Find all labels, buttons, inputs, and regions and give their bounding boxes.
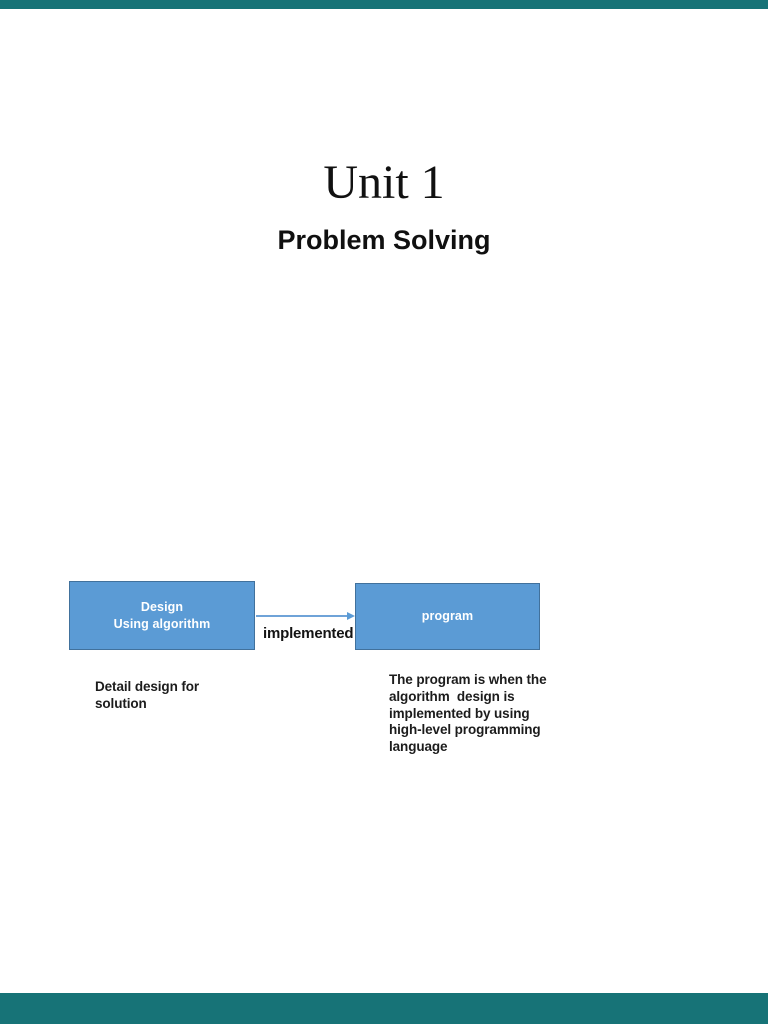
page-title: Unit 1 xyxy=(323,156,445,209)
program-caption: The program is when the algorithm design… xyxy=(389,672,547,755)
program-flow-box-label: program xyxy=(421,609,474,623)
arrow-label: implemented xyxy=(263,625,354,642)
design-flow-box-label: Design Using algorithm xyxy=(113,599,211,631)
top-background-band xyxy=(0,0,768,9)
program-flow-box: program xyxy=(355,583,540,650)
flow-arrow-line xyxy=(256,615,348,617)
flow-arrow-head-icon xyxy=(347,611,355,620)
bottom-background-band xyxy=(0,993,768,1024)
design-flow-box: Design Using algorithm xyxy=(69,581,255,650)
design-caption: Detail design for solution xyxy=(95,679,200,711)
page-subtitle: Problem Solving xyxy=(277,225,491,255)
